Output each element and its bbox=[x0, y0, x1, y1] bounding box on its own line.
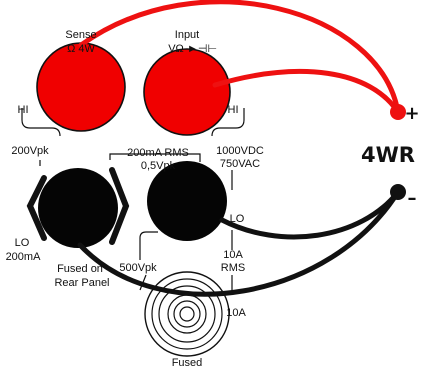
middle-current-2: 0,5Vpk bbox=[141, 160, 176, 172]
middle-current-1: 200mA RMS bbox=[127, 147, 189, 159]
input-lo-rating: 500Vpk bbox=[119, 262, 157, 274]
input-hi-label: HI bbox=[228, 104, 239, 116]
red-terminal-icon bbox=[143, 48, 231, 136]
sense-lo-wire bbox=[77, 189, 401, 297]
sense-lo-label: LO bbox=[15, 237, 30, 249]
sense-lo-bracket-left bbox=[26, 175, 47, 241]
input-bracket-upper bbox=[211, 108, 245, 137]
sense-bracket-upper bbox=[21, 108, 61, 137]
probe-minus: – bbox=[408, 188, 417, 209]
sense-hi-wire bbox=[78, 0, 401, 115]
current-rating-2: RMS bbox=[221, 262, 245, 274]
sense-voltage-rating: 200Vpk bbox=[11, 145, 49, 157]
black-terminal-icon bbox=[38, 168, 118, 248]
sense-hi-label: HI bbox=[18, 104, 29, 116]
probe-plus: + bbox=[404, 103, 419, 124]
red-terminal-icon bbox=[36, 42, 126, 132]
diode-capacitor-icon: ►⊣⊢ bbox=[187, 43, 217, 55]
input-lo-bracket bbox=[139, 231, 158, 260]
grouping-outlines bbox=[21, 108, 245, 292]
input-voltage-rating-1: 1000VDC bbox=[216, 145, 264, 157]
sense-title: Sense bbox=[65, 29, 96, 41]
input-lo-label: LO bbox=[230, 213, 245, 225]
black-terminal-icon bbox=[147, 161, 227, 241]
sense-subtitle: Ω 4W bbox=[67, 43, 95, 55]
current-rating-1: 10A bbox=[223, 249, 243, 261]
input-subtitle: VΩ bbox=[168, 43, 184, 55]
minus-probe-dot bbox=[390, 184, 406, 200]
fused-rear-line1: Fused on bbox=[57, 263, 103, 275]
binding-post-icon bbox=[144, 271, 230, 357]
fused-rear-line2: Rear Panel bbox=[54, 277, 109, 289]
input-title: Input bbox=[175, 29, 199, 41]
sense-lo-bracket-right bbox=[109, 167, 130, 245]
middle-bracket bbox=[109, 153, 201, 162]
input-hi-wire bbox=[212, 69, 401, 115]
sense-lo-brackets bbox=[26, 167, 130, 245]
input-voltage-rating-2: 750VAC bbox=[220, 158, 260, 170]
wires bbox=[77, 0, 401, 297]
current-caption: Fused bbox=[172, 357, 203, 368]
probe-label: 4WR bbox=[361, 143, 415, 167]
input-lo-wire bbox=[219, 189, 401, 240]
plus-probe-dot bbox=[390, 104, 406, 120]
current-amps: 10A bbox=[226, 307, 246, 319]
sense-lo-current: 200mA bbox=[6, 251, 42, 263]
